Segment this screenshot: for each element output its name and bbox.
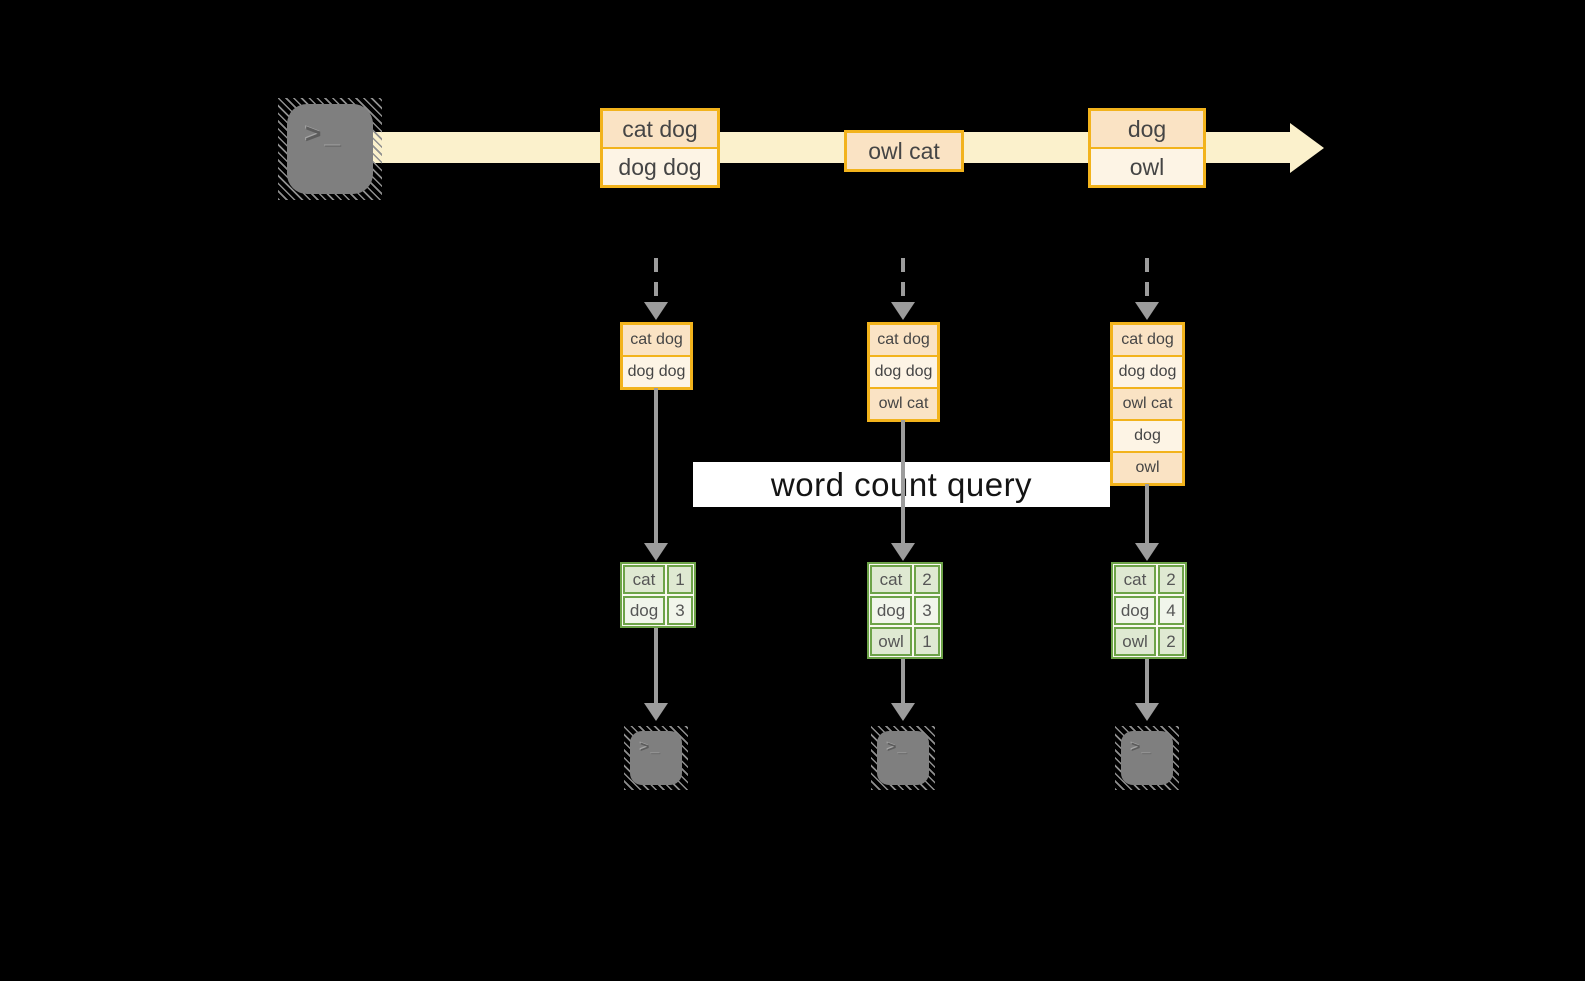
result-cell-word: cat: [623, 565, 665, 594]
result-cell-count: 1: [914, 627, 940, 656]
result-cell-word: cat: [870, 565, 912, 594]
solid-arrow-line: [901, 659, 905, 704]
result-table-1: cat 1 dog 3: [620, 562, 696, 628]
terminal-screen: >_: [877, 731, 929, 785]
sink-terminal-icon-1: >_: [624, 726, 688, 790]
terminal-prompt-glyph: >_: [887, 739, 910, 756]
solid-arrow-line: [1145, 659, 1149, 704]
result-table-3: cat 2 dog 4 owl 2: [1111, 562, 1187, 659]
solid-arrow-head-icon: [644, 543, 668, 561]
solid-arrow-line: [901, 420, 905, 544]
result-cell-count: 2: [1158, 565, 1184, 594]
state-cell: owl: [1113, 451, 1182, 483]
stream-event-cell: owl cat: [847, 133, 961, 169]
solid-arrow-line: [654, 388, 658, 544]
dashed-arrow-line: [1145, 258, 1149, 302]
stream-event-box-1: cat dog dog dog: [600, 108, 720, 188]
state-box-3: cat dog dog dog owl cat dog owl: [1110, 322, 1185, 486]
result-cell-word: owl: [1114, 627, 1156, 656]
result-cell-count: 4: [1158, 596, 1184, 625]
dashed-arrow-head-icon: [891, 302, 915, 320]
solid-arrow-head-icon: [891, 543, 915, 561]
stream-arrowhead-icon: [1290, 123, 1324, 173]
state-cell: dog dog: [870, 355, 937, 387]
result-table-2: cat 2 dog 3 owl 1: [867, 562, 943, 659]
terminal-prompt-glyph: >_: [305, 118, 345, 149]
result-cell-word: owl: [870, 627, 912, 656]
stream-event-box-3: dog owl: [1088, 108, 1206, 188]
terminal-prompt-glyph: >_: [1131, 739, 1154, 756]
solid-arrow-head-icon: [1135, 543, 1159, 561]
state-cell: dog dog: [623, 355, 690, 387]
stream-event-box-2: owl cat: [844, 130, 964, 172]
solid-arrow-line: [1145, 484, 1149, 544]
stream-event-cell: dog dog: [603, 147, 717, 185]
sink-terminal-icon-3: >_: [1115, 726, 1179, 790]
dashed-arrow-head-icon: [1135, 302, 1159, 320]
result-cell-word: dog: [1114, 596, 1156, 625]
state-cell: cat dog: [1113, 325, 1182, 355]
result-cell-count: 2: [914, 565, 940, 594]
result-cell-count: 1: [667, 565, 693, 594]
terminal-screen: >_: [630, 731, 682, 785]
result-cell-count: 3: [667, 596, 693, 625]
stream-event-cell: owl: [1091, 147, 1203, 185]
source-terminal-icon: >_: [278, 98, 382, 200]
state-cell: cat dog: [870, 325, 937, 355]
result-cell-word: cat: [1114, 565, 1156, 594]
sink-terminal-icon-2: >_: [871, 726, 935, 790]
solid-arrow-head-icon: [1135, 703, 1159, 721]
result-cell-count: 2: [1158, 627, 1184, 656]
state-cell: dog dog: [1113, 355, 1182, 387]
result-cell-word: dog: [870, 596, 912, 625]
solid-arrow-head-icon: [644, 703, 668, 721]
terminal-screen: >_: [287, 104, 373, 194]
state-box-2: cat dog dog dog owl cat: [867, 322, 940, 422]
state-box-1: cat dog dog dog: [620, 322, 693, 390]
dashed-arrow-line: [654, 258, 658, 302]
terminal-prompt-glyph: >_: [640, 739, 663, 756]
state-cell: dog: [1113, 419, 1182, 451]
result-cell-count: 3: [914, 596, 940, 625]
dashed-arrow-head-icon: [644, 302, 668, 320]
state-cell: cat dog: [623, 325, 690, 355]
state-cell: owl cat: [1113, 387, 1182, 419]
solid-arrow-line: [654, 628, 658, 704]
stream-event-cell: dog: [1091, 111, 1203, 147]
solid-arrow-head-icon: [891, 703, 915, 721]
terminal-screen: >_: [1121, 731, 1173, 785]
dashed-arrow-line: [901, 258, 905, 302]
stream-event-cell: cat dog: [603, 111, 717, 147]
state-cell: owl cat: [870, 387, 937, 419]
result-cell-word: dog: [623, 596, 665, 625]
